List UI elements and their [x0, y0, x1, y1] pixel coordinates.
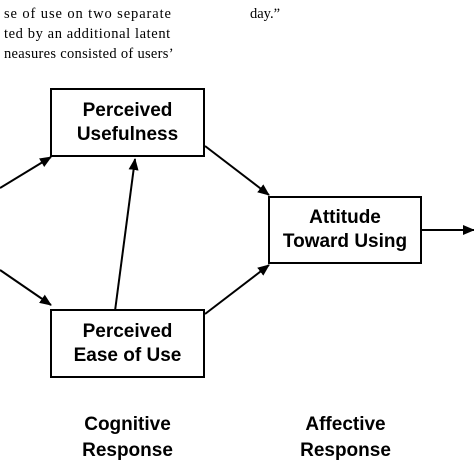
node-perceived-ease-of-use-line1: Perceived: [82, 320, 173, 342]
node-perceived-usefulness-line2: Usefulness: [76, 123, 179, 145]
body-text-left-line-3: neasures consisted of users’: [4, 46, 174, 62]
caption-cognitive-line2: Response: [82, 440, 173, 461]
caption-cognitive-response: Cognitive Response: [40, 412, 215, 464]
arrow-ease-to-attitude: [204, 264, 270, 315]
arrow-ease-to-usefulness: [114, 158, 139, 312]
caption-affective-line2: Response: [300, 440, 391, 461]
caption-affective-response: Affective Response: [258, 412, 433, 464]
caption-cognitive-line1: Cognitive: [84, 414, 171, 435]
node-perceived-ease-of-use: Perceived Ease of Use: [50, 309, 205, 378]
arrow-usefulness-to-attitude: [204, 145, 270, 196]
node-attitude-toward-using: Attitude Toward Using: [268, 196, 422, 264]
node-perceived-ease-of-use-line2: Ease of Use: [73, 344, 182, 366]
node-perceived-usefulness-line1: Perceived: [82, 99, 173, 121]
body-text-right-line-1: day.”: [250, 6, 281, 22]
arrow-external-to-usefulness: [0, 156, 52, 189]
body-text-left-line-2: ted by an additional latent: [4, 26, 171, 42]
node-attitude-toward-using-line2: Toward Using: [282, 231, 408, 252]
body-text-left-line-1: se of use on two separate: [4, 6, 172, 22]
node-perceived-usefulness: Perceived Usefulness: [50, 88, 205, 157]
arrow-external-to-ease-of-use: [0, 269, 52, 306]
node-attitude-toward-using-line1: Attitude: [309, 207, 381, 228]
caption-affective-line1: Affective: [305, 414, 386, 435]
